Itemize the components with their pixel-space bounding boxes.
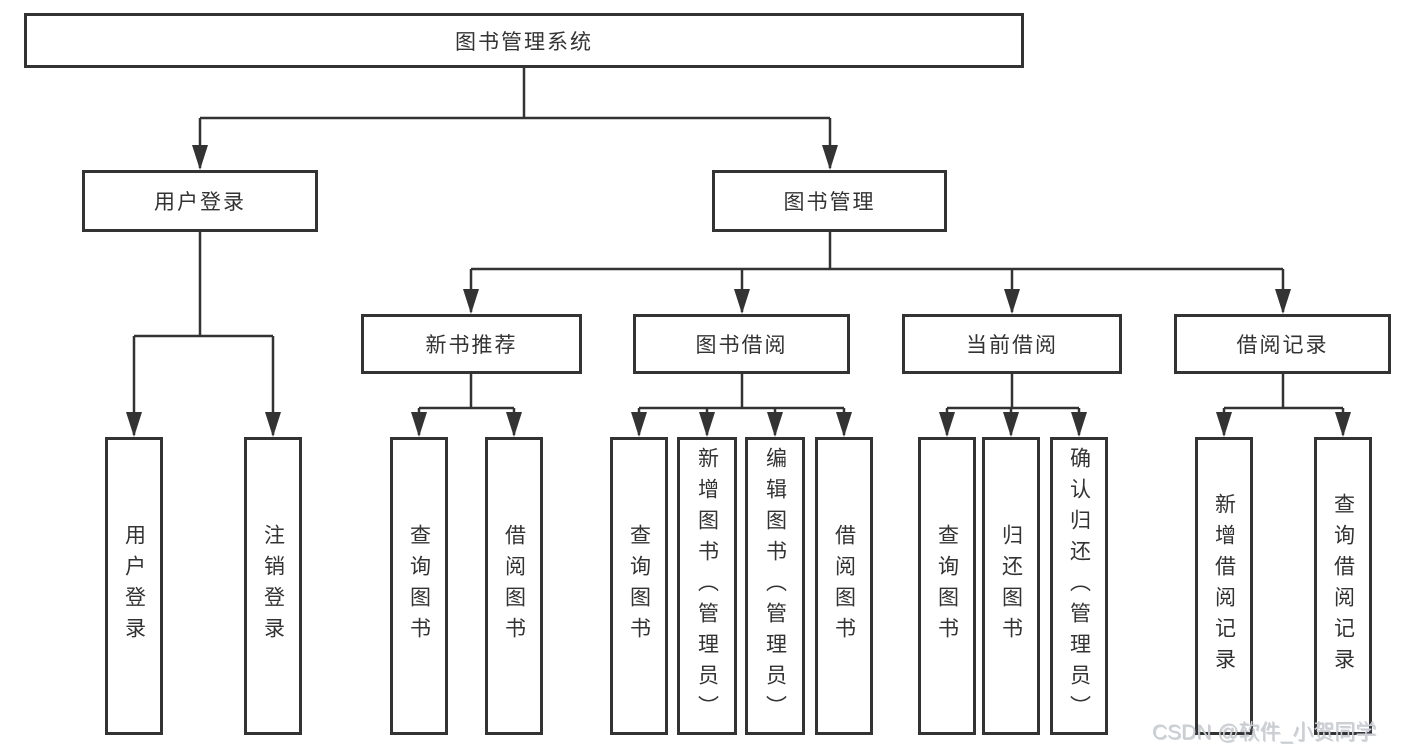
node-user-login-label: 用户登录 (154, 191, 246, 214)
node-new-book-recommendation-label: 新书推荐 (425, 334, 518, 357)
leaf-nbr-query-books-label: 查询图书 (407, 524, 431, 648)
node-current-borrowing: 当前借阅 (902, 314, 1122, 374)
watermark: CSDN @软件_小贺同学 (1152, 721, 1377, 744)
leaf-bb-borrow-books: 借阅图书 (815, 437, 873, 735)
leaf-bb-edit-book-admin-label: 编辑图书（管理员） (763, 446, 787, 726)
node-current-borrowing-label: 当前借阅 (966, 334, 1058, 357)
leaf-nbr-borrow-books-label: 借阅图书 (502, 524, 526, 648)
leaf-bb-query-books-label: 查询图书 (627, 524, 651, 648)
leaf-cb-query-books-label: 查询图书 (935, 524, 959, 648)
leaf-logout-label: 注销登录 (261, 524, 285, 648)
leaf-br-query-record-label: 查询借阅记录 (1331, 493, 1355, 679)
leaf-user-login-label: 用户登录 (122, 524, 146, 648)
leaf-bb-borrow-books-label: 借阅图书 (832, 524, 856, 648)
leaf-br-add-record: 新增借阅记录 (1195, 437, 1253, 735)
leaf-bb-add-book-admin: 新增图书（管理员） (677, 437, 737, 735)
leaf-bb-edit-book-admin: 编辑图书（管理员） (745, 437, 805, 735)
leaf-nbr-query-books: 查询图书 (390, 437, 448, 735)
leaf-cb-return-books: 归还图书 (982, 437, 1040, 735)
node-borrowing-records: 借阅记录 (1174, 314, 1391, 374)
leaf-cb-return-books-label: 归还图书 (999, 524, 1023, 648)
leaf-nbr-borrow-books: 借阅图书 (485, 437, 543, 735)
node-book-borrowing-label: 图书借阅 (695, 334, 788, 357)
leaf-cb-confirm-return-admin: 确认归还（管理员） (1050, 437, 1108, 735)
leaf-br-query-record: 查询借阅记录 (1314, 437, 1372, 735)
leaf-cb-query-books: 查询图书 (918, 437, 976, 735)
leaf-logout: 注销登录 (244, 437, 302, 735)
leaf-bb-add-book-admin-label: 新增图书（管理员） (695, 446, 719, 726)
node-book-management: 图书管理 (712, 170, 947, 232)
node-user-login: 用户登录 (82, 170, 318, 232)
leaf-cb-confirm-return-admin-label: 确认归还（管理员） (1067, 446, 1091, 726)
node-book-management-label: 图书管理 (783, 191, 876, 214)
node-book-borrowing: 图书借阅 (633, 314, 850, 374)
node-new-book-recommendation: 新书推荐 (361, 314, 582, 374)
node-borrowing-records-label: 借阅记录 (1236, 334, 1329, 357)
node-library-management-system-label: 图书管理系统 (455, 30, 593, 54)
leaf-user-login: 用户登录 (105, 437, 163, 735)
node-library-management-system: 图书管理系统 (24, 13, 1024, 68)
leaf-br-add-record-label: 新增借阅记录 (1212, 493, 1236, 679)
leaf-bb-query-books: 查询图书 (610, 437, 668, 735)
